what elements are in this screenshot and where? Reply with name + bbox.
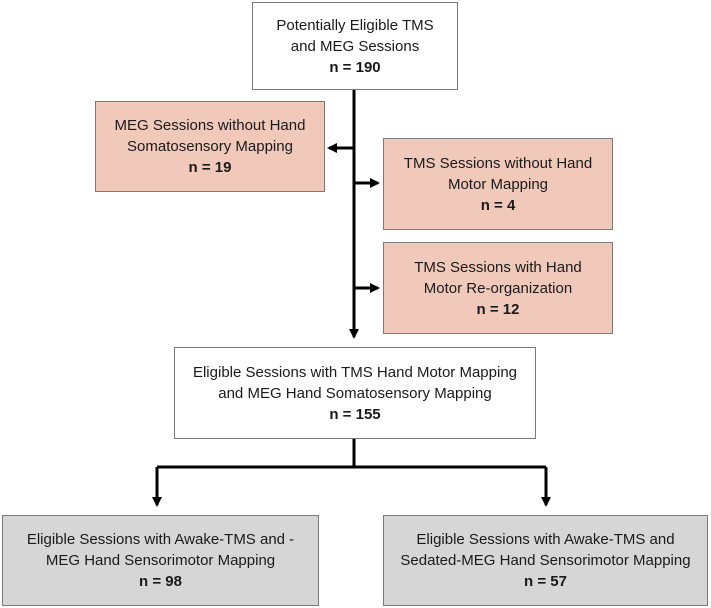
excl-reorg-box: TMS Sessions with Hand Motor Re-organiza… [383,242,613,334]
sedated-line2: Sedated-MEG Hand Sensorimotor Mapping [400,552,691,569]
awake-line2: MEG Hand Sensorimotor Mapping [45,552,276,569]
start-count: n = 190 [329,58,381,76]
excl-reorg-count: n = 12 [476,300,520,318]
excl-reorg-line2: Motor Re-organization [423,279,573,297]
eligible-line2: and MEG Hand Somatosensory Mapping [218,384,492,402]
excl-tms-line1: TMS Sessions without Hand [403,154,593,172]
awake-line1: Eligible Sessions with Awake-TMS and - [26,531,295,548]
eligible-line1: Eligible Sessions with TMS Hand Motor Ma… [192,363,518,381]
excl-meg-line2: Somatosensory Mapping [127,138,293,155]
start-line1: Potentially Eligible TMS [276,16,434,34]
excl-tms-count: n = 4 [480,196,516,214]
awake-box: Eligible Sessions with Awake-TMS and - M… [2,515,319,606]
excl-meg-line1: MEG Sessions without Hand [114,117,306,134]
excl-meg-count: n = 19 [188,159,232,176]
sedated-box: Eligible Sessions with Awake-TMS and Sed… [383,515,708,606]
eligible-count: n = 155 [329,405,381,423]
eligible-box: Eligible Sessions with TMS Hand Motor Ma… [174,347,536,439]
start-line2: and MEG Sessions [290,37,420,55]
start-box: Potentially Eligible TMS and MEG Session… [252,2,458,90]
excl-tms-box: TMS Sessions without Hand Motor Mapping … [383,138,613,230]
awake-count: n = 98 [139,573,182,590]
excl-reorg-line1: TMS Sessions with Hand [414,258,582,276]
sedated-line1: Eligible Sessions with Awake-TMS and [416,531,675,548]
excl-tms-line2: Motor Mapping [447,175,549,193]
sedated-count: n = 57 [524,573,567,590]
excl-meg-box: MEG Sessions without Hand Somatosensory … [95,101,325,192]
